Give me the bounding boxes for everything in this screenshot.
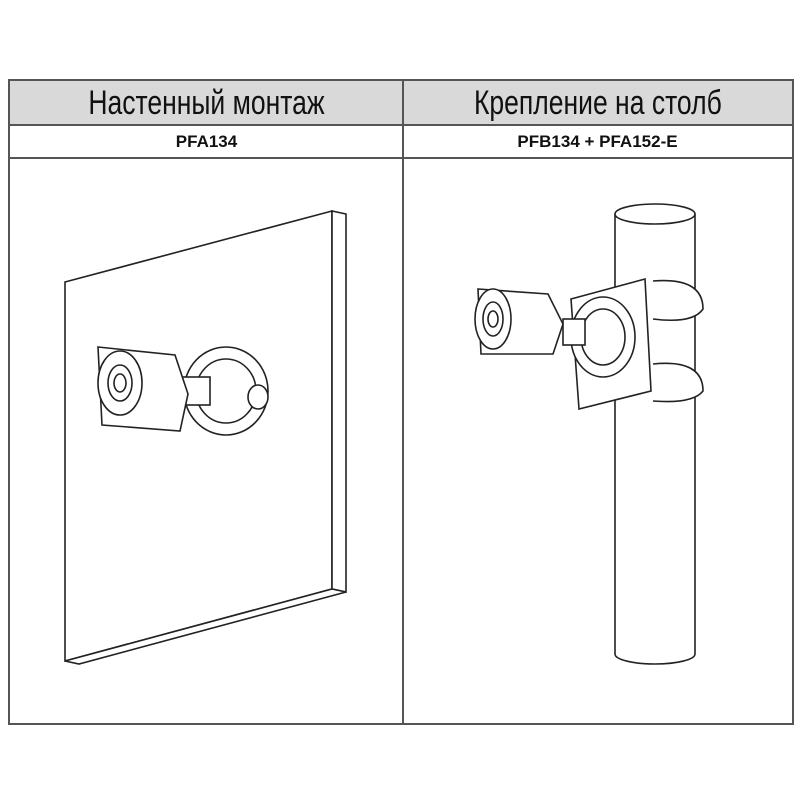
header-pole-mount: Крепление на столб: [403, 81, 792, 126]
mounting-table: Настенный монтаж Крепление на столб PFA1…: [8, 79, 794, 725]
model-pole-mount: PFB134 + PFA152-E: [403, 126, 792, 159]
model-wall-mount: PFA134: [10, 126, 403, 159]
header-label: Настенный монтаж: [88, 84, 325, 122]
header-wall-mount: Настенный монтаж: [10, 81, 403, 126]
wall-mount-illustration: [64, 209, 347, 665]
pole-mount-illustration: [474, 203, 704, 665]
column-divider: [402, 81, 404, 723]
header-label: Крепление на столб: [473, 84, 722, 122]
